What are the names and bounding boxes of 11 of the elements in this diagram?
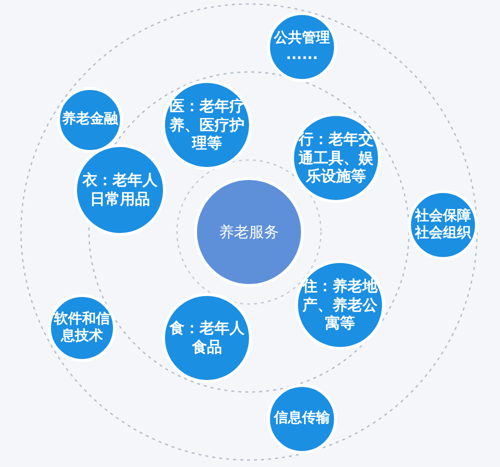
node-label: 公共管理	[274, 30, 330, 47]
node-label: 养老金融	[62, 111, 118, 129]
node-label: 食：老年人食品	[168, 319, 246, 357]
node-label: 衣：老年人日常用品	[81, 171, 158, 209]
node-label: 行：老年交通工具、娱乐设施等	[297, 130, 374, 186]
node-label: ......	[286, 47, 318, 64]
node-label: 信息传输	[274, 410, 330, 428]
node-label: 社会保障社会组织	[414, 208, 472, 242]
node-label: 住：养老地产、养老公寓等	[302, 276, 379, 334]
node-label: 养老服务	[219, 222, 279, 242]
node-label: 软件和信息技术	[52, 310, 111, 346]
